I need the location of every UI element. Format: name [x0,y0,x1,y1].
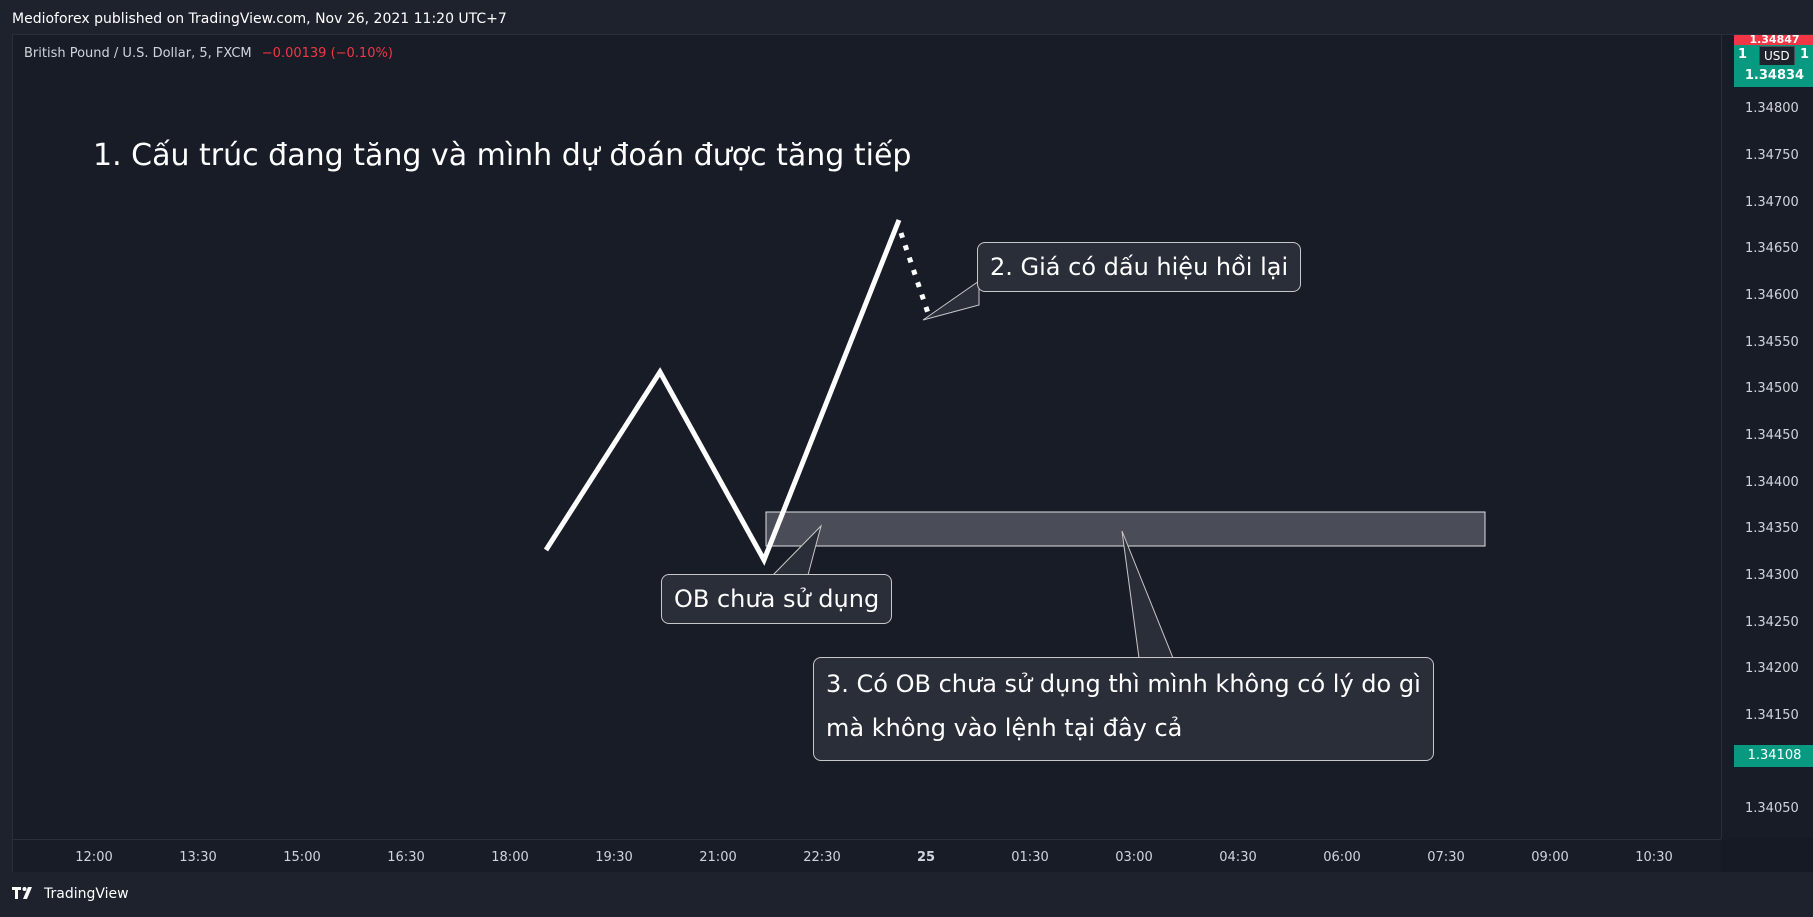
time-label: 16:30 [387,850,425,865]
pullback-dotted-line[interactable] [898,232,931,314]
time-axis[interactable]: 12:00 13:30 15:00 16:30 18:00 19:30 21:0… [13,839,1721,874]
symbol-name: British Pound / U.S. Dollar, 5, FXCM [24,46,252,61]
time-label: 03:00 [1115,850,1153,865]
callout-3-pointer [1121,530,1174,659]
footer-bar: TradingView [0,872,1813,917]
time-label: 15:00 [283,850,321,865]
price-label: 1.34500 [1745,381,1799,396]
time-label: 13:30 [179,850,217,865]
price-label: 1.34550 [1745,335,1799,350]
chart-panel[interactable]: British Pound / U.S. Dollar, 5, FXCM −0.… [12,34,1813,874]
time-label: 22:30 [803,850,841,865]
price-tag-partial-right: 1 [1799,47,1809,62]
time-label: 10:30 [1635,850,1673,865]
time-label: 07:30 [1427,850,1465,865]
time-label: 18:00 [491,850,529,865]
callout-pullback-text: 2. Giá có dấu hiệu hồi lại [990,253,1289,281]
price-label: 1.34800 [1745,101,1799,116]
callout-2-pointer [922,280,980,321]
tradingview-brand-text: TradingView [44,886,129,902]
price-label: 1.34450 [1745,428,1799,443]
callout-entry-line1: 3. Có OB chưa sử dụng thì mình không có … [826,670,1421,698]
header-bar: Medioforex published on TradingView.com,… [0,0,1813,34]
price-label: 1.34350 [1745,521,1799,536]
price-label: 1.34700 [1745,195,1799,210]
symbol-legend[interactable]: British Pound / U.S. Dollar, 5, FXCM −0.… [24,46,393,61]
price-structure-line[interactable] [543,219,902,566]
time-label: 12:00 [75,850,113,865]
heading-annotation[interactable]: 1. Cấu trúc đang tăng và mình dự đoán đư… [93,138,912,173]
time-label: 19:30 [595,850,633,865]
callout-entry-line2: mà không vào lệnh tại đây cả [826,714,1183,742]
time-label: 09:00 [1531,850,1569,865]
tradingview-brand[interactable]: TradingView [12,886,129,902]
price-label: 1.34650 [1745,241,1799,256]
time-label: 06:00 [1323,850,1361,865]
price-tag-low: 1.34108 [1734,745,1813,767]
price-tag-partial-left: 1 [1738,47,1748,62]
price-tag-current: 1.34834 [1734,65,1813,87]
publisher-info: Medioforex published on TradingView.com,… [12,11,507,27]
price-label: 1.34300 [1745,568,1799,583]
price-label: 1.34600 [1745,288,1799,303]
callout-ob-text: OB chưa sử dụng [674,585,880,613]
time-label: 04:30 [1219,850,1257,865]
price-tag-partial: 1 USD 1 [1734,45,1813,66]
price-label: 1.34200 [1745,661,1799,676]
callout-pullback[interactable]: 2. Giá có dấu hiệu hồi lại [977,242,1302,292]
time-label: 25 [916,850,936,865]
price-label: 1.34150 [1745,708,1799,723]
price-label: 1.34400 [1745,475,1799,490]
price-axis[interactable]: 1.34847 1 USD 1 1.34834 1.34800 1.34750 … [1721,35,1813,839]
time-label: 21:00 [699,850,737,865]
callout-ob[interactable]: OB chưa sử dụng [661,574,893,624]
chart-area[interactable]: British Pound / U.S. Dollar, 5, FXCM −0.… [13,35,1721,839]
callout-entry[interactable]: 3. Có OB chưa sử dụng thì mình không có … [813,657,1434,761]
price-label: 1.34250 [1745,615,1799,630]
tv-logo-icon [12,886,38,902]
price-label: 1.34050 [1745,801,1799,816]
price-tag-high: 1.34847 [1734,35,1813,45]
price-label: 1.34750 [1745,148,1799,163]
symbol-change: −0.00139 (−0.10%) [261,46,393,61]
chart-drawings[interactable] [13,35,1721,839]
time-label: 01:30 [1011,850,1049,865]
currency-badge[interactable]: USD [1759,46,1795,66]
